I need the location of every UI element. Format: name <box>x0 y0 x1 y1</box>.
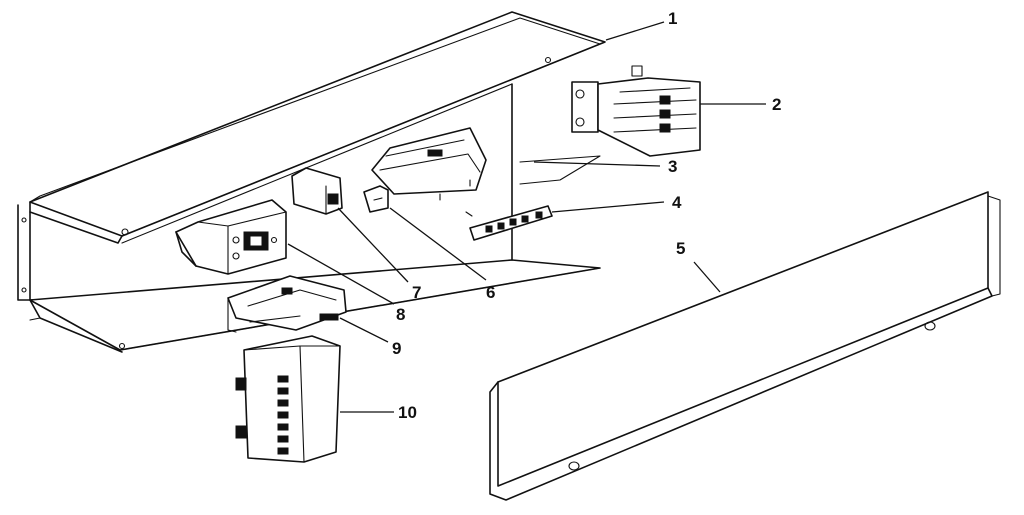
callout-6: 6 <box>486 283 495 302</box>
leader-4 <box>551 201 665 213</box>
callout-9: 9 <box>392 339 401 358</box>
part-10-terminal-box <box>235 335 341 463</box>
leader-9 <box>339 317 389 343</box>
callout-8: 8 <box>396 305 405 324</box>
callout-5: 5 <box>676 239 685 258</box>
leader-6 <box>389 207 487 281</box>
part-2-contactor <box>571 65 701 157</box>
leader-lines <box>287 21 766 413</box>
part-4-terminal-strip <box>465 205 553 241</box>
part-7-sensor-box <box>291 167 343 215</box>
leader-7 <box>337 207 409 283</box>
callout-3: 3 <box>668 157 677 176</box>
leader-3 <box>533 161 661 167</box>
callout-1: 1 <box>668 9 677 28</box>
callout-4: 4 <box>672 193 682 212</box>
leader-1 <box>605 21 665 41</box>
part-6-relay <box>363 185 389 213</box>
part-5-cover-panel <box>489 191 1001 501</box>
callout-labels: 1 2 3 4 5 6 7 8 9 10 <box>392 9 781 422</box>
part-3-transformer <box>371 127 601 201</box>
callout-10: 10 <box>398 403 417 422</box>
part-8-control-module <box>175 199 287 275</box>
callout-2: 2 <box>772 95 781 114</box>
callout-7: 7 <box>412 283 421 302</box>
leader-8 <box>287 243 395 305</box>
part-9-bracket-assembly <box>227 275 347 333</box>
leader-5 <box>693 261 721 293</box>
